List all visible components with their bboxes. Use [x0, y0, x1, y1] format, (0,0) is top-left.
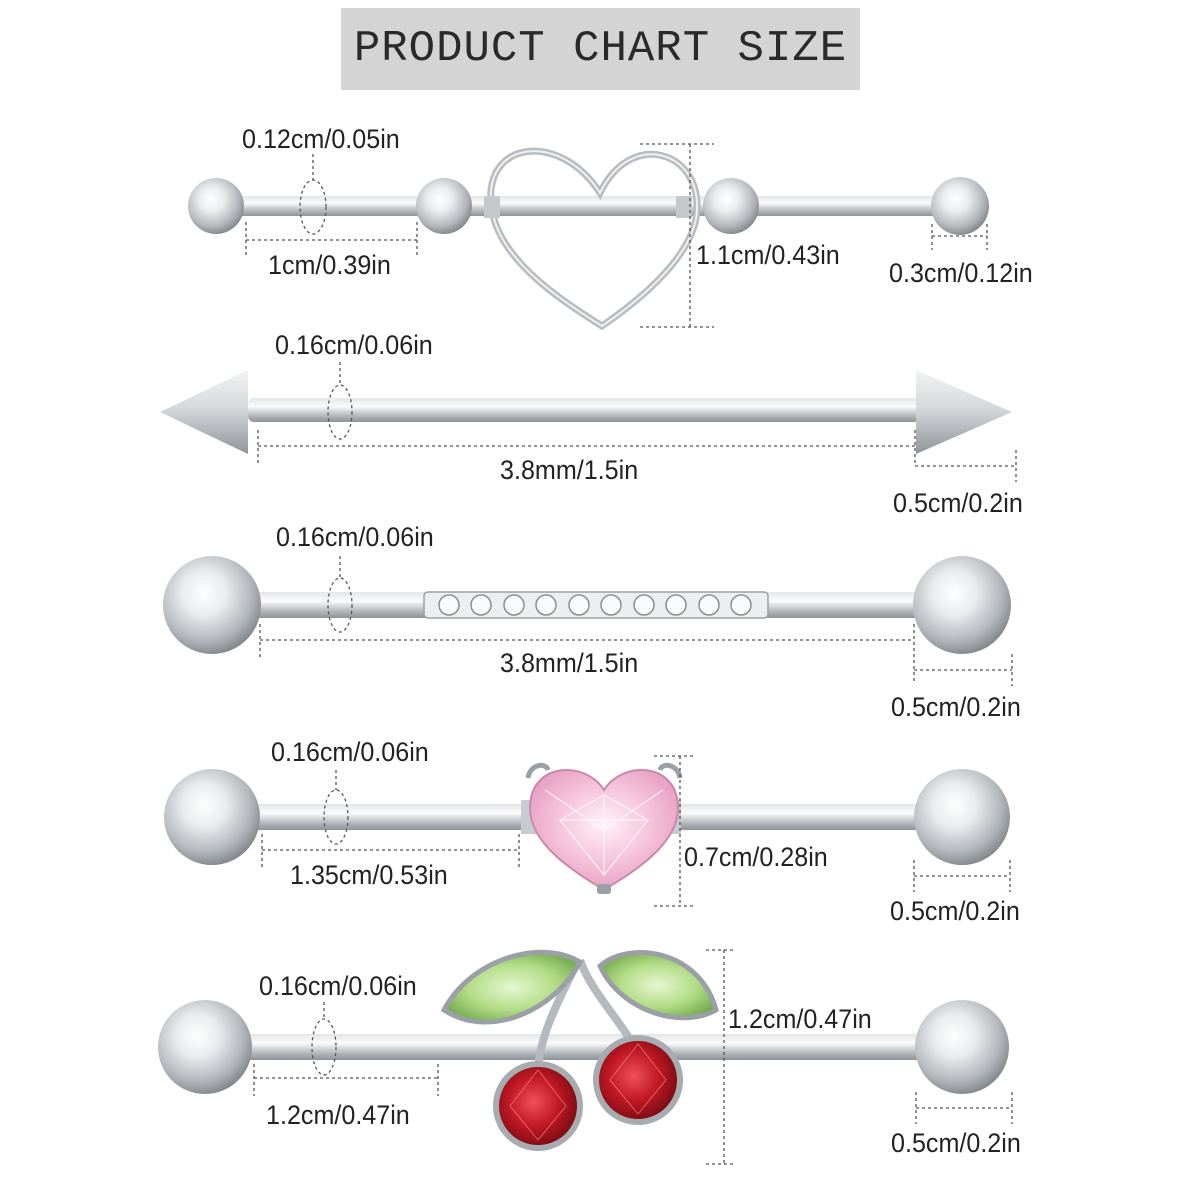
hinge — [484, 196, 500, 218]
spike-end — [160, 370, 248, 454]
charm-height-label: 0.7cm/0.28in — [684, 842, 828, 872]
barbell-ball — [163, 556, 261, 654]
spike-end — [916, 370, 1012, 454]
prong — [525, 762, 551, 779]
end-size-label: 0.5cm/0.2in — [891, 692, 1021, 722]
barbell-ball — [931, 177, 989, 235]
segment-label: 1.35cm/0.53in — [290, 860, 448, 890]
gauge-marker — [323, 789, 349, 845]
length-label: 3.8mm/1.5in — [500, 648, 639, 678]
barbell-ball — [416, 178, 472, 234]
charm-height-label: 1.2cm/0.47in — [728, 1004, 872, 1034]
barbell-ball — [158, 1000, 252, 1094]
end-size-label: 0.5cm/0.2in — [891, 1128, 1021, 1158]
gauge-marker — [327, 384, 353, 440]
segment-label: 1.2cm/0.47in — [266, 1100, 410, 1130]
segment-label: 1cm/0.39in — [268, 250, 391, 280]
red-cherry-gem — [493, 1061, 583, 1151]
gauge-label: 0.16cm/0.06in — [276, 522, 434, 552]
barbell-ball — [914, 769, 1010, 865]
pink-heart-barbell — [164, 755, 1011, 907]
cherry-barbell — [158, 949, 1013, 1165]
red-cherry-gem — [593, 1035, 683, 1125]
barbell-bar — [214, 196, 964, 216]
end-size-label: 0.5cm/0.2in — [893, 488, 1023, 518]
gauge-label: 0.16cm/0.06in — [271, 737, 429, 767]
barbell-bar — [230, 1034, 940, 1060]
barbell-bar — [248, 398, 920, 422]
gauge-label: 0.16cm/0.06in — [259, 971, 417, 1001]
green-leaf-gem — [440, 949, 584, 1025]
charm-height-label: 1.1cm/0.43in — [696, 240, 840, 270]
barbell-ball — [164, 769, 260, 865]
prong — [657, 762, 683, 779]
length-label: 3.8mm/1.5in — [500, 455, 639, 485]
barbell-ball — [703, 178, 759, 234]
barbell-ball — [188, 178, 244, 234]
crystal-barbell — [163, 556, 1013, 686]
hinge — [676, 196, 692, 218]
title-banner: PRODUCT CHART SIZE — [341, 8, 860, 90]
crystal-row — [438, 594, 752, 616]
end-size-label: 0.5cm/0.2in — [890, 896, 1020, 926]
ball-size-label: 0.3cm/0.12in — [889, 258, 1033, 288]
spike-barbell — [160, 362, 1017, 482]
barbell-ball — [913, 556, 1011, 654]
gauge-marker — [327, 577, 353, 633]
page-title: PRODUCT CHART SIZE — [353, 24, 848, 74]
gauge-marker — [311, 1018, 337, 1076]
prong — [597, 884, 611, 894]
gauge-label: 0.16cm/0.06in — [275, 330, 433, 360]
barbell-ball — [915, 1000, 1009, 1094]
green-leaf-gem — [596, 950, 719, 1021]
gauge-label: 0.12cm/0.05in — [242, 124, 400, 154]
heart-barbell — [188, 143, 989, 331]
heart-ring — [487, 147, 701, 331]
